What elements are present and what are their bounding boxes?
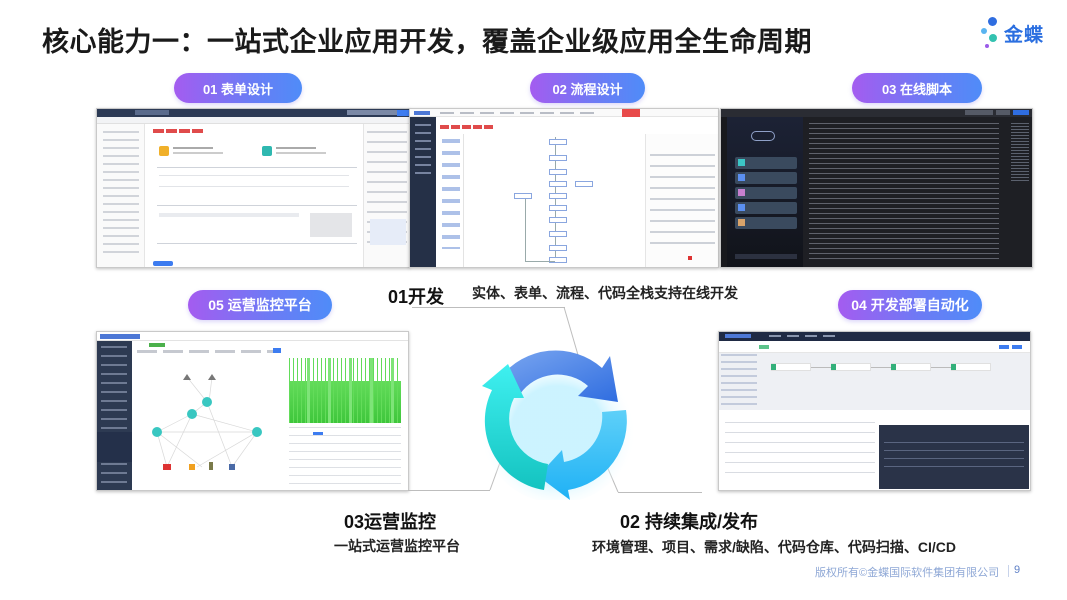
page-number: 9 xyxy=(1014,564,1021,576)
module-pill-ops-monitor: 05 运营监控平台 xyxy=(188,290,332,320)
kingdee-logo: 金蝶 xyxy=(980,14,1060,54)
topology-graph-icon xyxy=(152,374,262,470)
stage-ops-desc: 一站式运营监控平台 xyxy=(334,538,460,554)
module-pill-workflow-design: 02 流程设计 xyxy=(530,73,645,103)
connector-line-dev xyxy=(412,307,565,308)
module-pill-online-script: 03 在线脚本 xyxy=(852,73,982,103)
connector-line-ci xyxy=(618,492,702,493)
logo-text: 金蝶 xyxy=(1004,25,1045,46)
stage-ci-desc: 环境管理、项目、需求/缺陷、代码仓库、代码扫描、CI/CD xyxy=(592,539,956,555)
lifecycle-cycle-arrows-icon xyxy=(480,347,636,500)
stage-ci-heading: 02 持续集成/发布 xyxy=(620,512,759,532)
screenshot-form-designer xyxy=(96,108,410,268)
screenshot-online-script-ide xyxy=(720,108,1033,268)
stage-dev-heading: 01开发 xyxy=(388,287,445,307)
screenshot-ops-monitor xyxy=(96,331,409,491)
module-pill-devops-automation: 04 开发部署自动化 xyxy=(838,290,982,320)
connector-line-ops xyxy=(408,490,490,491)
slide-title: 核心能力一：一站式企业应用开发，覆盖企业级应用全生命周期 xyxy=(42,27,812,57)
copyright-footer: 版权所有©金蝶国际软件集团有限公司 xyxy=(815,567,1000,579)
screenshot-devops-pipeline xyxy=(718,331,1031,491)
page-separator xyxy=(1008,565,1009,577)
module-pill-form-design: 01 表单设计 xyxy=(174,73,302,103)
connector-diagonal-dev xyxy=(563,306,579,356)
stage-dev-desc: 实体、表单、流程、代码全栈支持在线开发 xyxy=(472,285,738,301)
screenshot-workflow-designer xyxy=(409,108,719,268)
stage-ops-heading: 03运营监控 xyxy=(344,512,437,532)
